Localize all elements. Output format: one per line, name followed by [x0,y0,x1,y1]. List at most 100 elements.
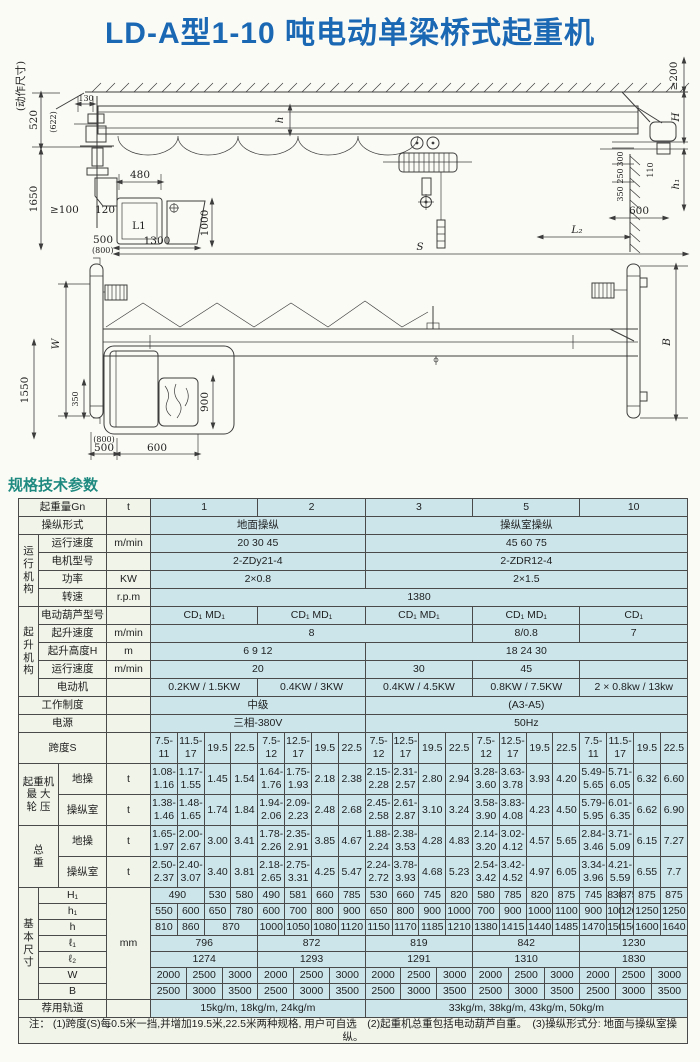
table-cell: 30 [364,660,474,679]
table-cell: 电机型号 [37,552,108,571]
table-cell: 3500 [436,983,474,1000]
plan-view [89,257,648,435]
table-cell: 842 [472,935,581,952]
table-cell: 1230 [579,935,688,952]
table-cell: 2.50- 2.37 [150,856,178,888]
table-cell: 650 [203,903,232,920]
table-cell: 2.18- 2.65 [257,856,286,888]
table-cell: CD₁ [579,606,688,625]
table-cell: B [37,983,108,1000]
table-cell: 3500 [543,983,581,1000]
table-cell: 6.32 [633,763,661,795]
crane-drawing-svg: 130 (动作尺寸) 520 (622) 1650 ≥100 120 500 (… [14,56,690,460]
table-cell: 4.68 [418,856,447,888]
dimension-label: 900 [199,392,211,412]
table-cell: 600 [257,903,286,920]
table-cell: 5.47 [337,856,366,888]
table-cell: 1830 [579,951,688,968]
table-cell: 2 × 0.8kw / 13kw [579,678,688,697]
table-cell: 780 [230,903,259,920]
table-cell: 19.5 [203,732,232,764]
table-cell: m/min [106,660,152,679]
table-cell: t [106,498,152,517]
table-cell: 2000 [364,967,402,984]
table-cell: 3.81 [230,856,259,888]
table-cell: 1415 [498,919,527,936]
table-cell: 875 [659,887,689,904]
table-cell: 700 [472,903,500,920]
table-cell: 2-ZDy21-4 [150,552,366,571]
table-cell: 1500 [606,919,621,936]
table-cell: 3000 [543,967,581,984]
table-cell [106,552,152,571]
table-cell: 8 [150,624,474,643]
table-cell: h [37,919,108,936]
table-cell: 3 [364,498,474,517]
table-cell: 19.5 [525,732,554,764]
table-cell: CD₁ MD₁ [472,606,581,625]
table-cell: 1.45 [203,763,232,795]
table-cell: 3.78- 3.93 [391,856,420,888]
table-cell: 2500 [293,967,330,984]
table-cell: 3.42- 4.52 [498,856,527,888]
dimension-label: 110 [646,162,655,177]
dimension-label: (动作尺寸) [14,61,27,111]
table-cell: 0.4KW / 4.5KW [364,678,474,697]
table-cell: 2.45- 2.58 [364,794,393,826]
table-cell: CD₁ MD₁ [257,606,366,625]
table-cell: 操纵室操纵 [364,516,689,535]
table-cell [106,696,152,715]
table-cell: CD₁ MD₁ [364,606,474,625]
table-cell: 600 [176,903,205,920]
table-cell: 900 [498,903,527,920]
table-cell: 2.54- 3.42 [472,856,500,888]
table-cell: 7.27 [659,825,689,857]
table-cell: 2000 [579,967,617,984]
table-cell: 3000 [293,983,330,1000]
table-cell: 4.67 [337,825,366,857]
table-cell: 580 [472,887,500,904]
table-cell: 2000 [150,967,187,984]
table-cell: 2.00- 2.67 [176,825,205,857]
table-cell: 5.71- 6.05 [606,763,635,795]
table-cell: m [106,642,152,661]
table-cell: 11.5- 17 [606,732,635,764]
table-cell: 7.7 [659,856,689,888]
table-cell: 820 [525,887,554,904]
table-cell: 530 [203,887,232,904]
table-cell: 875 [619,887,635,904]
table-cell: 785 [337,887,366,904]
table-cell: 2.35- 2.91 [284,825,312,857]
table-cell: 2.31- 2.57 [391,763,420,795]
table-cell: 745 [579,887,608,904]
table-cell: m/min [106,534,152,553]
table-cell: 4.83 [445,825,474,857]
table-cell: 581 [284,887,312,904]
table-cell: 12.5- 17 [284,732,312,764]
table-cell: 1560 [619,919,635,936]
table-cell: ℓ₁ [37,935,108,952]
table-cell: 580 [230,887,259,904]
table-cell: 2000 [257,967,295,984]
table-cell: 3.40 [203,856,232,888]
table-cell: 2500 [615,967,652,984]
table-cell: 45 [472,660,581,679]
table-cell: 1640 [659,919,689,936]
table-cell: W [37,967,108,984]
table-cell: 490 [150,887,205,904]
table-cell: 3000 [436,967,474,984]
table-cell: 4.20 [552,763,581,795]
table-cell: 1440 [525,919,554,936]
table-cell: 1600 [633,919,661,936]
table-cell: 22.5 [337,732,366,764]
table-cell: 7.5- 12 [257,732,286,764]
table-cell: 起升高度H [37,642,108,661]
table-cell: 中级 [150,696,366,715]
table-cell: 转速 [37,588,108,607]
table-cell: 2000 [472,967,509,984]
table-cell: t [106,763,152,795]
table-cell: H₁ [37,887,108,904]
table-cell: 2.84- 3.46 [579,825,608,857]
table-cell: 地操 [57,763,108,795]
table-cell: 1.78- 2.26 [257,825,286,857]
